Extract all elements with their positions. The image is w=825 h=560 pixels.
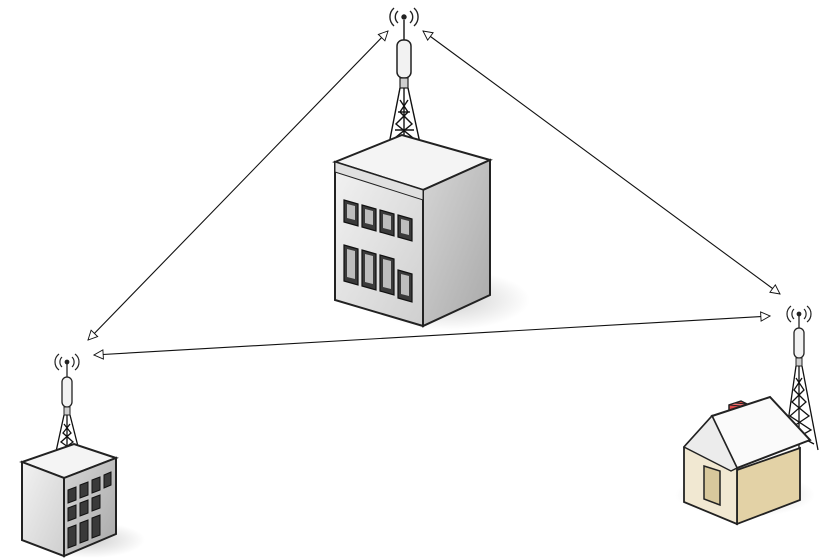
- antenna-icon: [396, 20, 412, 89]
- link-branch-home: [94, 316, 770, 355]
- branch-office-node: [19, 353, 145, 558]
- link-central-home: [423, 31, 780, 294]
- window-row-upper: [67, 471, 112, 504]
- antenna-icon: [793, 316, 805, 367]
- antenna-icon: [61, 364, 73, 416]
- building-front: [21, 460, 65, 558]
- house-door: [703, 464, 721, 507]
- wireless-signal-icon: [54, 353, 80, 371]
- links: [88, 31, 780, 355]
- central-office-building: [332, 133, 493, 328]
- building-side: [63, 456, 117, 558]
- wireless-signal-icon: [786, 305, 812, 323]
- branch-office-building: [19, 442, 119, 558]
- central-office-node: [332, 7, 530, 330]
- home-node: [675, 305, 819, 526]
- window-row-middle: [67, 494, 101, 522]
- house: [682, 395, 812, 526]
- link-central-branch: [88, 31, 388, 340]
- building-side: [422, 158, 491, 328]
- window-row-lower: [67, 514, 101, 549]
- wireless-signal-icon: [389, 7, 419, 27]
